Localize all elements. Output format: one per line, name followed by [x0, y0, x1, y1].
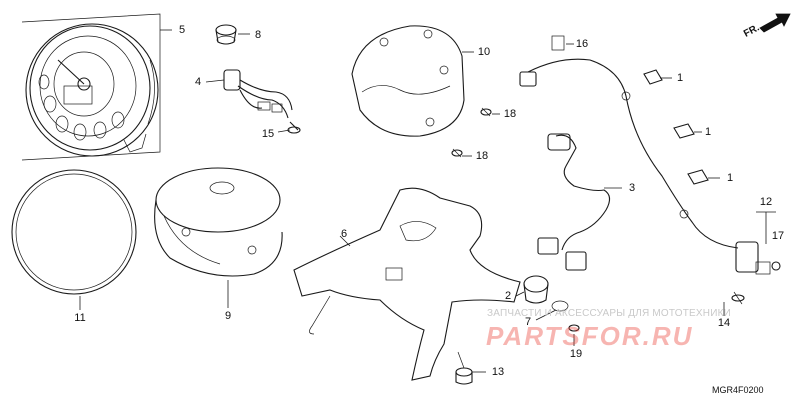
meter-case-upper-part: [351, 25, 465, 137]
callout-19: 19: [569, 348, 583, 360]
callout-1-bottom: 1: [726, 172, 734, 184]
diagram-code: MGR4F0200: [712, 385, 764, 395]
front-direction-arrow-icon: [759, 13, 791, 33]
callout-16: 16: [575, 38, 589, 50]
watermark-text: ЗАПЧАСТИ И АКСЕССУАРЫ ДЛЯ МОТОТЕХНИКИ: [487, 308, 732, 319]
bulb-socket-part: [223, 69, 293, 119]
leader-lines: [79, 29, 776, 373]
screw-15-part: [287, 121, 301, 134]
callout-18-upper: 18: [503, 108, 517, 120]
callout-7: 7: [524, 316, 532, 328]
watermark-logo: PARTSFOR.RU: [486, 321, 694, 351]
callout-1-top: 1: [676, 72, 684, 84]
callout-17: 17: [771, 230, 785, 242]
callout-18-lower: 18: [475, 150, 489, 162]
bolt-13-part: [455, 351, 473, 385]
bolt-14-part: [731, 291, 745, 305]
callout-9: 9: [224, 310, 232, 322]
callout-10: 10: [477, 46, 491, 58]
sub-harness-part: [537, 133, 611, 271]
callout-3: 3: [628, 182, 636, 194]
screw-18-parts: [451, 107, 492, 158]
callout-12: 12: [759, 196, 773, 208]
callout-1-middle: 1: [704, 126, 712, 138]
gasket-ring-part: [11, 169, 137, 295]
speedometer-part: [21, 13, 161, 161]
rubber-mount-part: [523, 275, 580, 332]
callout-8: 8: [254, 29, 262, 41]
callout-4: 4: [194, 76, 202, 88]
callout-2: 2: [504, 290, 512, 302]
grommet-part: [215, 24, 237, 45]
meter-bracket-part: [293, 187, 521, 381]
callout-14: 14: [717, 317, 731, 329]
clamp-1-parts: [643, 69, 709, 185]
callout-11: 11: [74, 312, 86, 324]
screw-17-part: [771, 261, 781, 271]
meter-case-lower-part: [154, 167, 283, 277]
callout-6: 6: [340, 228, 348, 240]
callout-15: 15: [261, 128, 275, 140]
callout-5: 5: [178, 24, 186, 36]
speed-sensor-cable-part: [519, 35, 771, 275]
callout-13: 13: [491, 366, 505, 378]
